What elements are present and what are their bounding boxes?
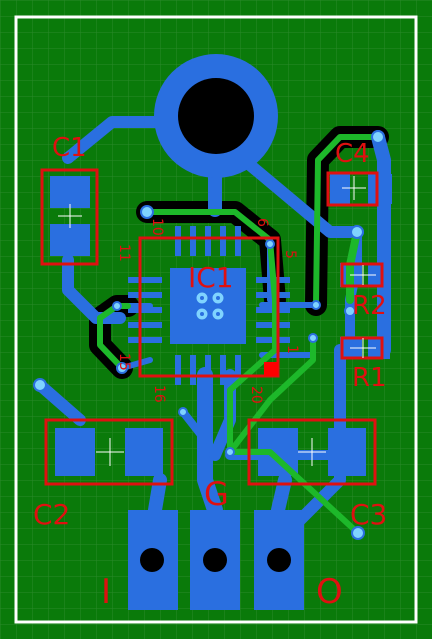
mounting-hole-drill	[178, 78, 254, 154]
ic1-outline	[138, 236, 280, 378]
board-outline	[14, 15, 418, 624]
c3-outline	[247, 418, 377, 486]
c2-pad-2[interactable]	[125, 428, 163, 476]
via[interactable]	[371, 130, 385, 144]
c1-pad-2[interactable]	[50, 224, 90, 256]
via[interactable]	[140, 205, 154, 219]
pin-number-6: 6	[254, 218, 270, 227]
label-i: I	[101, 572, 111, 612]
r1-outline	[340, 336, 384, 360]
c1-pad-1[interactable]	[50, 176, 90, 208]
via[interactable]	[311, 300, 321, 310]
via[interactable]	[350, 225, 364, 239]
component-centers	[58, 176, 376, 466]
label-c2: C2	[33, 498, 70, 531]
c3-pad-2[interactable]	[328, 428, 366, 476]
connector-drill-g	[203, 548, 227, 572]
pin-number-16: 16	[151, 385, 167, 403]
silkscreen-layer	[40, 168, 384, 486]
pin-number-15: 15	[116, 353, 132, 371]
label-g: G	[204, 475, 229, 513]
ic1-thermal-via-holes	[200, 296, 220, 316]
label-r1: R1	[352, 363, 387, 393]
label-r2: R2	[352, 291, 387, 321]
c2-outline	[44, 418, 174, 486]
c4-pad-1[interactable]	[330, 174, 350, 204]
ic1-pin-numbers: 10 11 15 16 6 5 1 20	[116, 218, 300, 404]
via[interactable]	[344, 305, 356, 317]
connector-drill-i	[140, 548, 164, 572]
c2-pad-1[interactable]	[55, 428, 95, 476]
via[interactable]	[178, 407, 188, 417]
label-ic1: IC1	[188, 261, 234, 294]
ic1-thermal-pad[interactable]	[170, 268, 246, 344]
via[interactable]	[225, 447, 235, 457]
r2-outline	[340, 262, 384, 288]
connector-drill-o	[267, 548, 291, 572]
via[interactable]	[351, 526, 365, 540]
c4-pad-2[interactable]	[368, 174, 392, 204]
c4-outline	[326, 171, 379, 207]
via[interactable]	[33, 378, 47, 392]
pin-number-11: 11	[116, 244, 132, 262]
via[interactable]	[265, 239, 275, 249]
c1-outline	[40, 168, 99, 266]
label-o: O	[316, 572, 343, 612]
vias	[33, 130, 385, 540]
via[interactable]	[112, 301, 122, 311]
pin-number-20: 20	[248, 386, 264, 404]
silkscreen-text: C1 C4 R2 R1 IC1 C2 C3 G I O	[33, 133, 387, 612]
label-c4: C4	[335, 139, 370, 169]
r1-pad-2[interactable]	[368, 337, 390, 359]
pin-number-10: 10	[149, 218, 165, 236]
via[interactable]	[308, 333, 318, 343]
via[interactable]	[116, 362, 128, 374]
pin-number-5: 5	[282, 250, 298, 259]
label-c1: C1	[52, 133, 87, 163]
r2-pad-2[interactable]	[368, 263, 390, 287]
ic1-pin1-marker	[264, 362, 278, 376]
pin-number-1: 1	[284, 345, 300, 354]
label-c3: C3	[350, 498, 387, 531]
